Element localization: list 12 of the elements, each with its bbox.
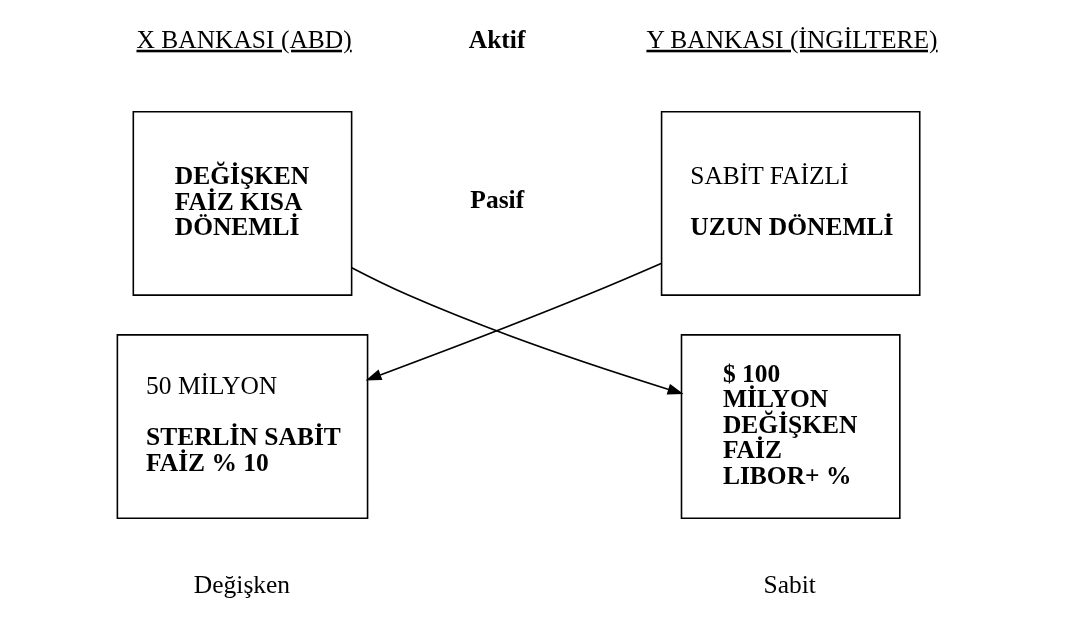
label: Değişken bbox=[193, 569, 291, 599]
node-box: $ 100 MİLYON DEĞİŞKEN FAİZ LIBOR+ % bbox=[680, 334, 901, 519]
label: Aktif bbox=[468, 24, 526, 54]
label: Sabit bbox=[763, 569, 816, 599]
node-box: SABİT FAİZLİ UZUN DÖNEMLİ bbox=[660, 111, 921, 296]
label: X BANKASI (ABD) bbox=[136, 24, 352, 54]
label: Y BANKASI (İNGİLTERE) bbox=[646, 24, 938, 54]
arrow bbox=[350, 266, 684, 395]
arrow bbox=[365, 262, 662, 381]
node-box: 50 MİLYON STERLİN SABİT FAİZ % 10 bbox=[116, 334, 369, 519]
label: Pasif bbox=[470, 184, 525, 214]
node-box: DEĞİŞKEN FAİZ KISA DÖNEMLİ bbox=[132, 111, 353, 296]
